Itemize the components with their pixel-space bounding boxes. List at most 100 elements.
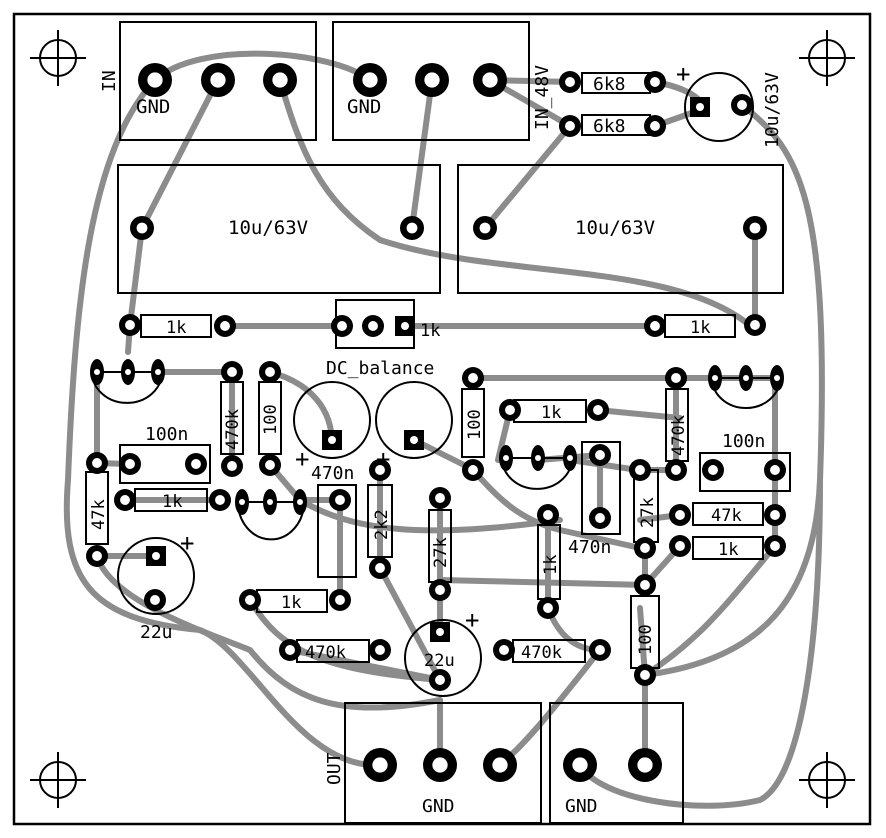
label-dc-balance: DC_balance (326, 358, 434, 379)
trace (139, 77, 221, 231)
polarity-mark: + (676, 60, 690, 88)
mounting-hole-icon (30, 752, 86, 808)
capacitor-22u-mid (404, 619, 482, 697)
pad-hole (774, 375, 780, 381)
label-470k-left: 470k (223, 409, 243, 450)
capacitor-470n-elec-left (293, 381, 371, 459)
trace (277, 77, 758, 333)
pad-hole (696, 103, 704, 111)
pad-hole (595, 645, 605, 655)
pad-hole (375, 645, 385, 655)
label-100n-left: 100n (145, 424, 188, 445)
pad-hole (650, 121, 660, 131)
trace (577, 477, 823, 809)
connector-in48 (332, 21, 530, 141)
pad-hole (567, 455, 573, 461)
polarity-mark: + (180, 529, 194, 557)
label-10u-small: 10u/63V (762, 72, 783, 148)
pad-hole (505, 405, 515, 415)
pad-hole (770, 510, 780, 520)
label-22u-mid: 22u (424, 651, 455, 671)
pad-hole (770, 541, 780, 551)
trace (482, 123, 573, 231)
mounting-hole-icon (799, 30, 855, 86)
trace (287, 647, 443, 683)
label-47k-left: 47k (89, 499, 109, 530)
pad-hole (245, 595, 255, 605)
pad-hole (227, 367, 237, 377)
capacitor-big-right (457, 164, 784, 294)
capacitor-22u-left (117, 537, 195, 615)
trace (152, 50, 373, 83)
pad-hole (595, 513, 605, 523)
pad-hole (640, 543, 650, 553)
component-outlines (12, 12, 872, 826)
label-470n-mid: 470n (568, 537, 611, 558)
pad-hole (227, 461, 237, 471)
pad-hole (406, 222, 418, 234)
label-27k-right: 27k (638, 497, 658, 528)
connector-out (344, 702, 542, 824)
capacitor-10u-small (684, 72, 754, 142)
pad-hole (565, 121, 575, 131)
pad-hole (708, 465, 718, 475)
label-1k-left2: 1k (162, 492, 182, 512)
polarity-mark: + (295, 445, 309, 473)
pad-hole (191, 459, 201, 469)
trace (297, 497, 563, 534)
pad-hole (432, 757, 448, 773)
label-in48: IN_48V (532, 65, 553, 130)
pad-hole (543, 510, 553, 520)
pad-hole (435, 585, 445, 595)
trace (470, 467, 643, 551)
label-in-gnd: GND (136, 96, 170, 118)
capacitor-big-left (117, 164, 441, 294)
label-47k-right: 47k (711, 506, 742, 526)
resistor-47k-right (692, 502, 764, 526)
label-out-gnd: GND (422, 796, 455, 817)
label-470k-right: 470k (669, 415, 689, 456)
pad-hole (750, 320, 760, 330)
pad-hole (215, 495, 225, 505)
label-1k-mid: 1k (541, 403, 561, 423)
pad-hole (492, 757, 508, 773)
pad-hole (671, 373, 681, 383)
trace (94, 553, 443, 711)
pad-hole (210, 72, 226, 88)
label-in: IN (99, 70, 120, 92)
label-1k-low: 1k (281, 593, 301, 613)
pad-hole (635, 465, 645, 475)
pad-hole (125, 320, 135, 330)
capacitor-100n-right (699, 452, 791, 492)
pad-hole (468, 465, 478, 475)
label-1k-vert: 1k (541, 555, 561, 575)
pad-hole (543, 603, 553, 613)
pad-hole (650, 77, 660, 87)
trace (642, 543, 778, 678)
connector-in (119, 21, 317, 141)
label-100-mid: 100 (465, 409, 485, 440)
pad-hole (770, 465, 780, 475)
label-100n-right: 100n (722, 431, 765, 452)
trace (437, 577, 648, 588)
label-10u-big-right: 10u/63V (575, 217, 655, 239)
pads (86, 63, 786, 782)
pad-hole (468, 373, 478, 383)
label-out: OUT (324, 752, 345, 785)
pad-hole (595, 450, 605, 460)
pad-hole (749, 222, 761, 234)
pad-hole (267, 499, 273, 505)
pad-hole (239, 499, 245, 505)
trace (127, 225, 145, 328)
trace (642, 102, 825, 678)
pad-hole (503, 455, 509, 461)
capacitor-470n-mid (581, 441, 621, 535)
pad-hole (335, 595, 345, 605)
pad-hole (150, 595, 160, 605)
pad-hole (637, 757, 653, 773)
pad-hole (565, 77, 575, 87)
pad-hole (675, 510, 685, 520)
resistor-1k-upper-left (140, 314, 212, 338)
pad-hole (136, 222, 148, 234)
